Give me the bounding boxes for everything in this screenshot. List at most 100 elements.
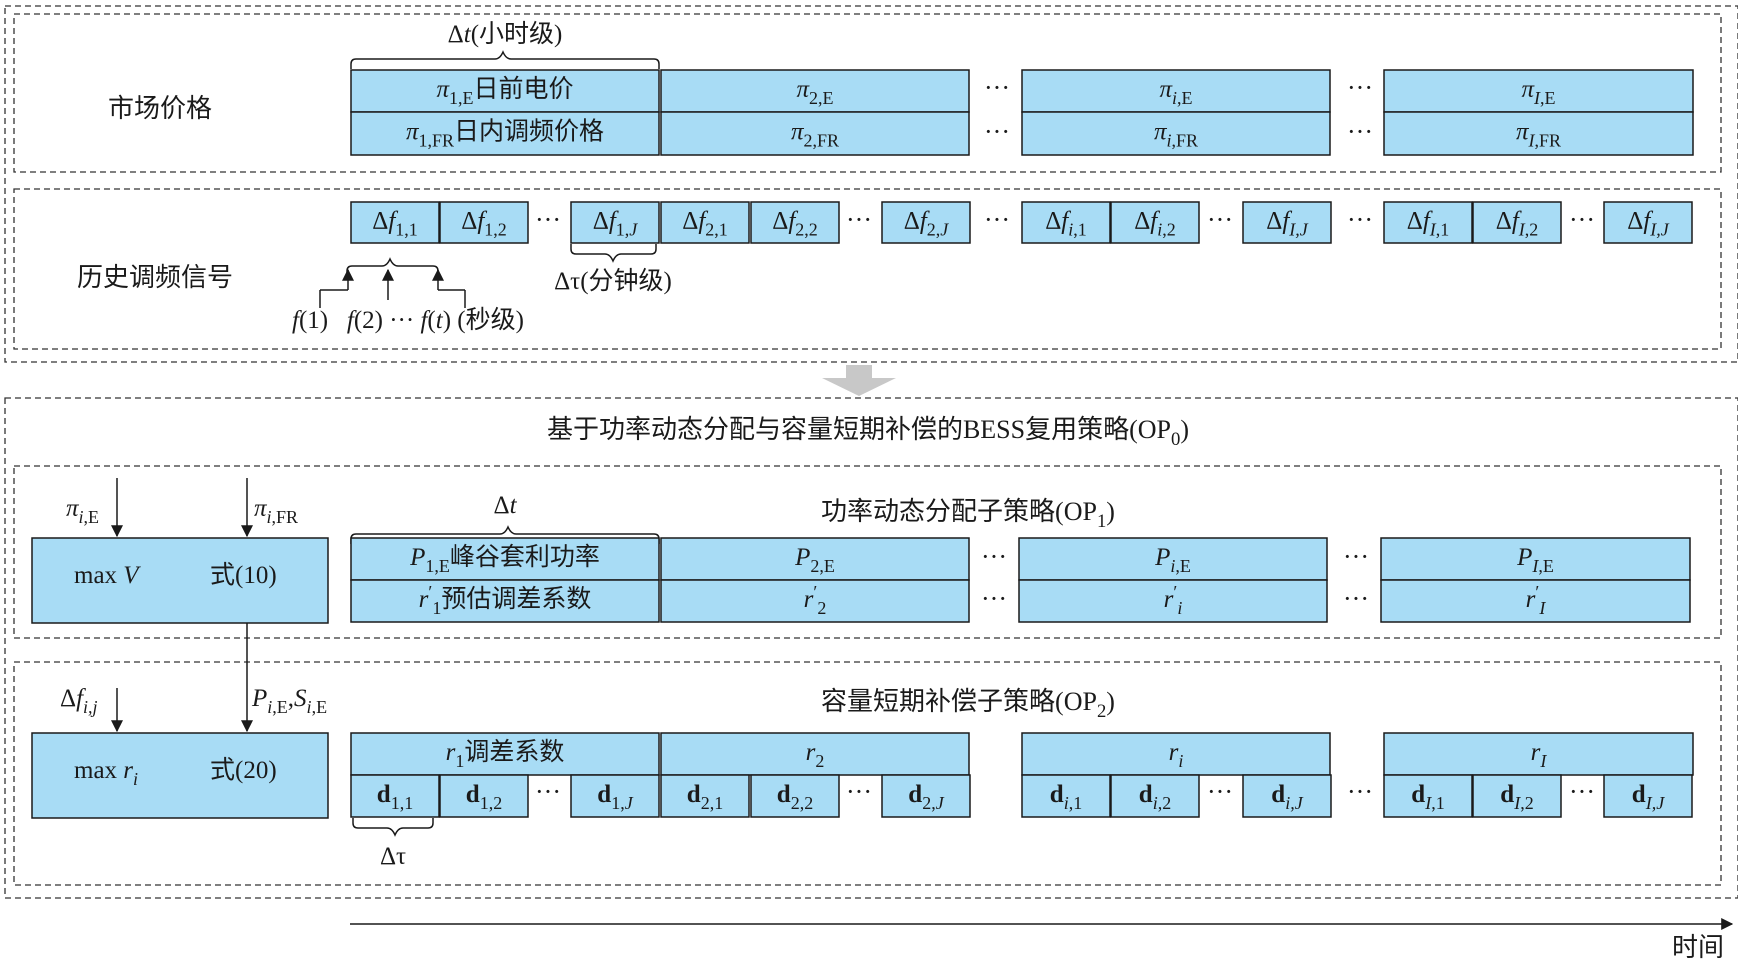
d-cell-10-label: dI,2: [1500, 781, 1533, 813]
freq-signal-cell-9: [1383, 201, 1473, 244]
fr-price-cell-3-label: πI,FR: [1516, 119, 1561, 151]
droop-cell-2: [1021, 732, 1331, 776]
freq-signal-cell-10-label: ΔfI,2: [1496, 208, 1539, 240]
energy-price-cell-3: [1383, 69, 1694, 113]
dtau-min-label: Δτ(分钟级): [554, 267, 672, 295]
market-dots-top-0: ···: [984, 73, 1010, 102]
freq-signal-cell-4-label: Δf2,2: [772, 208, 818, 240]
freq-signal-cell-0-label: Δf1,1: [372, 208, 418, 240]
fr-price-cell-2-label: πi,FR: [1154, 119, 1198, 151]
d-cell-5: [881, 774, 971, 818]
op1-equation-ref: 式(10): [210, 561, 277, 589]
fr-price-cell-1-label: π2,FR: [791, 119, 839, 151]
fr-price-cell-1: [660, 111, 970, 156]
op1-panel: [13, 465, 1722, 639]
fr-price-cell-0-label: π1,FR日内调频价格: [406, 118, 604, 151]
energy-price-cell-1-label: π2,E: [796, 76, 833, 108]
op1-input-b: πi,FR: [254, 495, 298, 527]
d-cell-4: [750, 774, 840, 818]
op2-dots-mid: ···: [1347, 777, 1373, 806]
freq-signal-cell-5: [881, 201, 971, 244]
freq-signal-cell-6: [1021, 201, 1111, 244]
droop-cell-1: [660, 732, 970, 776]
droop-cell-2-label: ri: [1169, 739, 1184, 771]
freq-signal-cell-9-label: ΔfI,1: [1407, 208, 1450, 240]
power-cell-2-label: Pi,E: [1154, 544, 1191, 576]
dt-hour-brace: [350, 50, 660, 69]
energy-price-cell-2: [1021, 69, 1331, 113]
d-cell-7: [1110, 774, 1200, 818]
op1-cells: P1,E峰谷套利功率r′1预估调差系数P2,Er′2Pi,Er′iPI,Er′I…: [350, 537, 1691, 623]
op2-dots-3: ···: [1569, 777, 1595, 806]
op2-objective-box: [31, 732, 329, 819]
op2-title: 容量短期补偿子策略(OP2): [821, 687, 1115, 722]
freq-dots-3: ···: [1207, 205, 1233, 234]
strategy-title: 基于功率动态分配与容量短期补偿的BESS复用策略(OP0): [547, 415, 1189, 450]
op2-equation-ref: 式(20): [210, 756, 277, 784]
d-cell-10: [1472, 774, 1562, 818]
dtau-label: Δτ: [380, 843, 406, 870]
op1-title: 功率动态分配子策略(OP1): [821, 497, 1115, 532]
freq-dots-1: ···: [846, 205, 872, 234]
op1-input-a: πi,E: [66, 495, 99, 527]
time-axis-label: 时间: [1672, 933, 1724, 962]
freq-signal-cell-6-label: Δfi,1: [1045, 208, 1087, 240]
op1-dots-bottom-0: ···: [981, 584, 1007, 613]
droop-est-cell-0: [350, 579, 660, 623]
d-cell-11-label: dI,J: [1632, 781, 1665, 813]
dtau-brace: [352, 818, 434, 837]
freq-dots-4: ···: [1347, 205, 1373, 234]
op1-dots-top-1: ···: [1343, 542, 1369, 571]
market-dots-top-1: ···: [1347, 73, 1373, 102]
d-cell-8-label: di,J: [1271, 781, 1303, 813]
dtau-min-brace: [570, 244, 657, 263]
fr-price-cell-0: [350, 111, 660, 156]
d-cell-2: [570, 774, 660, 818]
energy-price-cell-2-label: πi,E: [1159, 76, 1192, 108]
d-cell-0: [350, 774, 440, 818]
freq-signal-cell-3: [660, 201, 750, 244]
op2-input-a: Δfi,j: [60, 685, 98, 717]
op1-dots-bottom-1: ···: [1343, 584, 1369, 613]
market-price-label: 市场价格: [108, 94, 212, 123]
f-second-label: f(1) f(2) ··· f(t) (秒级): [292, 306, 524, 334]
freq-signal-cell-1-label: Δf1,2: [461, 208, 507, 240]
freq-dots-2: ···: [984, 205, 1010, 234]
energy-price-cell-0: [350, 69, 660, 113]
power-cell-2: [1018, 537, 1328, 581]
freq-signal-cell-5-label: Δf2,J: [904, 208, 950, 240]
fr-price-cell-2: [1021, 111, 1331, 156]
op2-dots-0: ···: [535, 777, 561, 806]
d-cell-4-label: d2,2: [777, 781, 813, 813]
freq-signal-panel: [13, 188, 1722, 350]
op2-panel: [13, 661, 1722, 886]
d-cell-2-label: d1,J: [597, 781, 633, 813]
f-second-brace: [346, 257, 439, 276]
power-cell-3-label: PI,E: [1516, 544, 1554, 576]
freq-signal-cell-1: [439, 201, 529, 244]
d-cell-3-label: d2,1: [687, 781, 723, 813]
freq-signal-cell-2-label: Δf1,J: [593, 208, 639, 240]
freq-signal-cell-7-label: Δfi,2: [1134, 208, 1176, 240]
op1-objective: max V: [74, 562, 141, 589]
dt-label: Δt: [493, 492, 517, 519]
op2-dots-2: ···: [1207, 777, 1233, 806]
op2-dots-1: ···: [846, 777, 872, 806]
market-price-panel: [13, 13, 1722, 173]
d-cell-7-label: di,2: [1139, 781, 1171, 813]
freq-signal-cell-11: [1603, 201, 1693, 244]
freq-signal-cell-8-label: ΔfI,J: [1266, 208, 1309, 240]
d-cell-0-label: d1,1: [377, 781, 413, 813]
freq-signal-cell-7: [1110, 201, 1200, 244]
power-cell-0-label: P1,E峰谷套利功率: [409, 543, 600, 576]
history-freq-label: 历史调频信号: [77, 263, 233, 292]
op2-objective: max ri: [74, 757, 138, 789]
freq-signal-cell-4: [750, 201, 840, 244]
freq-signal-cell-11-label: ΔfI,J: [1627, 208, 1670, 240]
d-cell-9: [1383, 774, 1473, 818]
d-cell-6: [1021, 774, 1111, 818]
d-cell-1-label: d1,2: [466, 781, 502, 813]
droop-est-cell-3: [1380, 579, 1691, 623]
d-cell-9-label: dI,1: [1411, 781, 1444, 813]
